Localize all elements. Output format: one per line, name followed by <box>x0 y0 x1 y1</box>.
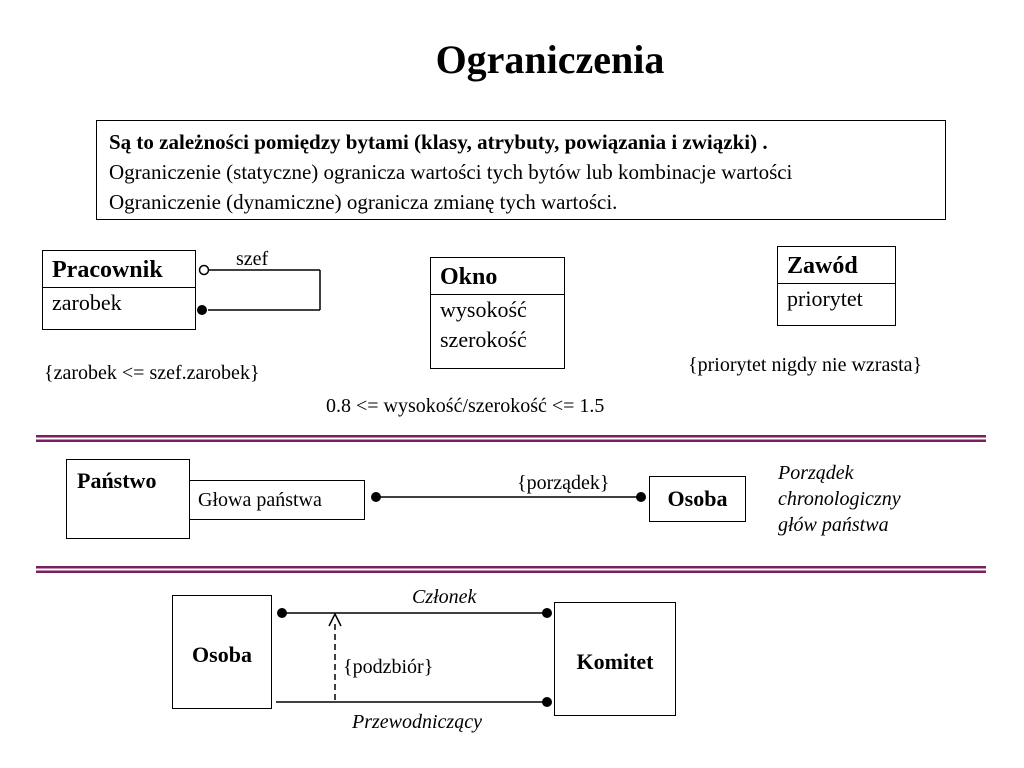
class-zawod: Zawód priorytet <box>777 246 896 326</box>
class-name: Komitet <box>576 649 654 674</box>
constraint-text: {zarobek <= szef.zarobek} <box>44 362 260 384</box>
filled-circle-end <box>542 697 552 707</box>
class-name: Osoba <box>192 642 252 667</box>
class-attribute: szerokość <box>440 327 527 352</box>
hollow-circle-end <box>198 264 210 276</box>
constraint-text: {priorytet nigdy nie wzrasta} <box>688 354 923 376</box>
class-attribute: priorytet <box>787 286 863 311</box>
page-title: Ograniczenia <box>435 37 665 82</box>
filled-circle-end <box>371 492 381 502</box>
filled-circle-end <box>277 608 287 618</box>
class-name: Pracownik <box>43 251 195 288</box>
definition-box: Są to zależności pomiędzy bytami (klasy,… <box>96 120 946 220</box>
filled-circle-end <box>197 305 207 315</box>
note-line: chronologiczny <box>778 488 901 510</box>
class-osoba: Osoba <box>649 476 746 522</box>
class-name: Zawód <box>778 247 895 284</box>
definition-line-3: Ograniczenie (dynamiczne) ogranicza zmia… <box>109 190 618 214</box>
association-label: szef <box>236 248 269 270</box>
role-label-przewodniczacy: Przewodniczący <box>352 711 482 733</box>
class-komitet: Komitet <box>554 602 676 716</box>
class-attribute: zarobek <box>52 290 122 315</box>
class-osoba-2: Osoba <box>172 595 272 709</box>
filled-circle-end <box>636 492 646 502</box>
class-name: Osoba <box>667 486 728 511</box>
note-line: głów państwa <box>778 514 889 536</box>
constraint-text: {porządek} <box>517 472 610 494</box>
class-okno: Okno wysokość szerokość <box>430 257 565 369</box>
constraint-text: 0.8 <= wysokość/szerokość <= 1.5 <box>326 395 605 417</box>
subset-constraint: {podzbiór} <box>343 656 434 678</box>
role-label-czlonek: Członek <box>412 586 477 608</box>
class-name: Państwo <box>77 468 157 493</box>
definition-line-1: Są to zależności pomiędzy bytami (klasy,… <box>109 130 768 154</box>
filled-circle-end <box>542 608 552 618</box>
arrow-head-icon <box>328 612 342 627</box>
class-name: Okno <box>431 258 564 295</box>
definition-line-2: Ograniczenie (statyczne) ogranicza warto… <box>109 160 793 184</box>
class-pracownik: Pracownik zarobek <box>42 250 196 330</box>
class-panstwo: Państwo <box>66 459 190 539</box>
note-line: Porządek <box>778 462 854 484</box>
class-attribute: wysokość <box>440 297 527 322</box>
qualifier-box: Głowa państwa <box>189 480 365 520</box>
divider-top <box>36 435 986 442</box>
divider-bottom <box>36 566 986 573</box>
note-text: Porządek chronologiczny głów państwa <box>778 460 901 538</box>
szef-association <box>208 269 321 311</box>
